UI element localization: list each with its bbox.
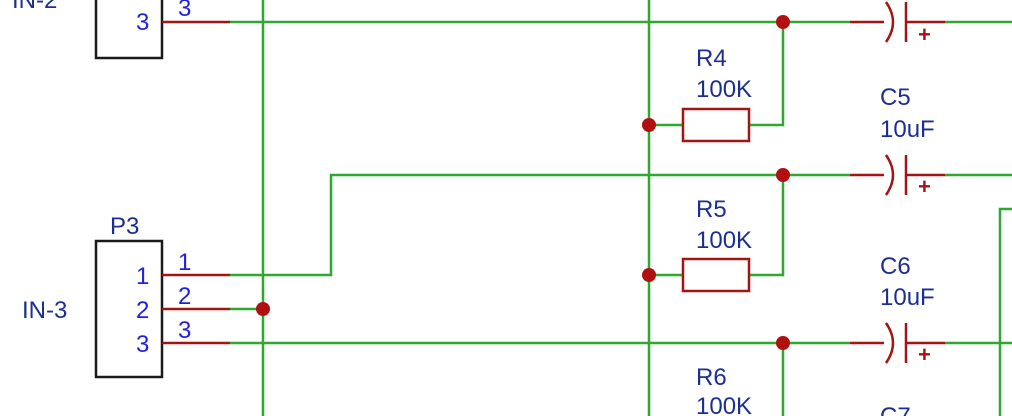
junction-dot xyxy=(776,336,790,350)
connector-p2-body xyxy=(94,0,164,60)
resistor-r6-ref: R6 xyxy=(696,364,727,391)
junction-dot xyxy=(776,15,790,29)
connector-p3: P3 IN-3 1 2 3 1 2 3 xyxy=(22,213,230,379)
resistor-r6-value: 100K xyxy=(696,393,752,416)
connector-p2-pin3-net: 3 xyxy=(178,0,191,22)
wire-p3-pin1-net xyxy=(230,173,850,277)
capacitor-c5: C5 10uF + xyxy=(850,84,945,199)
capacitor-c6-ref: C6 xyxy=(880,253,911,280)
connector-p3-body xyxy=(94,239,164,379)
resistor-r6: R6 100K xyxy=(696,364,752,416)
capacitor-c6-curved-plate xyxy=(884,322,895,364)
capacitor-c6-value: 10uF xyxy=(880,284,935,311)
connector-p3-pin3-number: 3 xyxy=(136,331,149,358)
connector-p3-pin1-net: 1 xyxy=(178,249,191,276)
capacitor-c7-ref: C7 xyxy=(880,403,911,416)
resistor-r5-value: 100K xyxy=(696,227,752,254)
resistor-r5-ref: R5 xyxy=(696,196,727,223)
capacitor-c6-polarity: + xyxy=(918,342,931,367)
capacitor-c5-value: 10uF xyxy=(880,116,935,143)
connector-p3-pin1-number: 1 xyxy=(136,263,149,290)
resistor-r4: R4 100K xyxy=(681,45,752,143)
capacitor-c5-polarity: + xyxy=(918,174,931,199)
capacitor-c7: C7 xyxy=(880,403,911,416)
capacitor-top-polarity: + xyxy=(918,22,931,47)
resistor-r5: R5 100K xyxy=(681,196,752,293)
capacitor-top: + xyxy=(850,1,945,47)
junction-dot xyxy=(256,302,270,316)
connector-p2-net-label: IN-2 xyxy=(12,0,57,14)
capacitor-top-curved-plate xyxy=(884,1,895,43)
junctions xyxy=(256,15,790,350)
connector-p3-net-label: IN-3 xyxy=(22,297,67,324)
connector-p3-ref: P3 xyxy=(110,213,139,240)
resistor-r4-ref: R4 xyxy=(696,45,727,72)
junction-dot xyxy=(642,118,656,132)
wires xyxy=(230,0,1012,416)
capacitor-c6: C6 10uF + xyxy=(850,253,945,367)
connector-p2-pin3-number: 3 xyxy=(136,9,149,36)
connector-p3-pin3-net: 3 xyxy=(178,317,191,344)
resistor-r4-value: 100K xyxy=(696,76,752,103)
capacitor-c5-ref: C5 xyxy=(880,84,911,111)
connector-p3-pin2-net: 2 xyxy=(178,283,191,310)
junction-dot xyxy=(642,268,656,282)
capacitor-c5-curved-plate xyxy=(884,154,895,196)
junction-dot xyxy=(776,168,790,182)
resistor-r5-body xyxy=(681,257,751,293)
connector-p2: IN-2 3 3 xyxy=(12,0,230,60)
connector-p3-pin2-number: 2 xyxy=(136,297,149,324)
resistor-r4-body xyxy=(681,107,751,143)
wire-r4-right xyxy=(749,22,785,127)
wire-r5-right xyxy=(749,175,785,277)
wire-right-edge xyxy=(998,207,1012,416)
